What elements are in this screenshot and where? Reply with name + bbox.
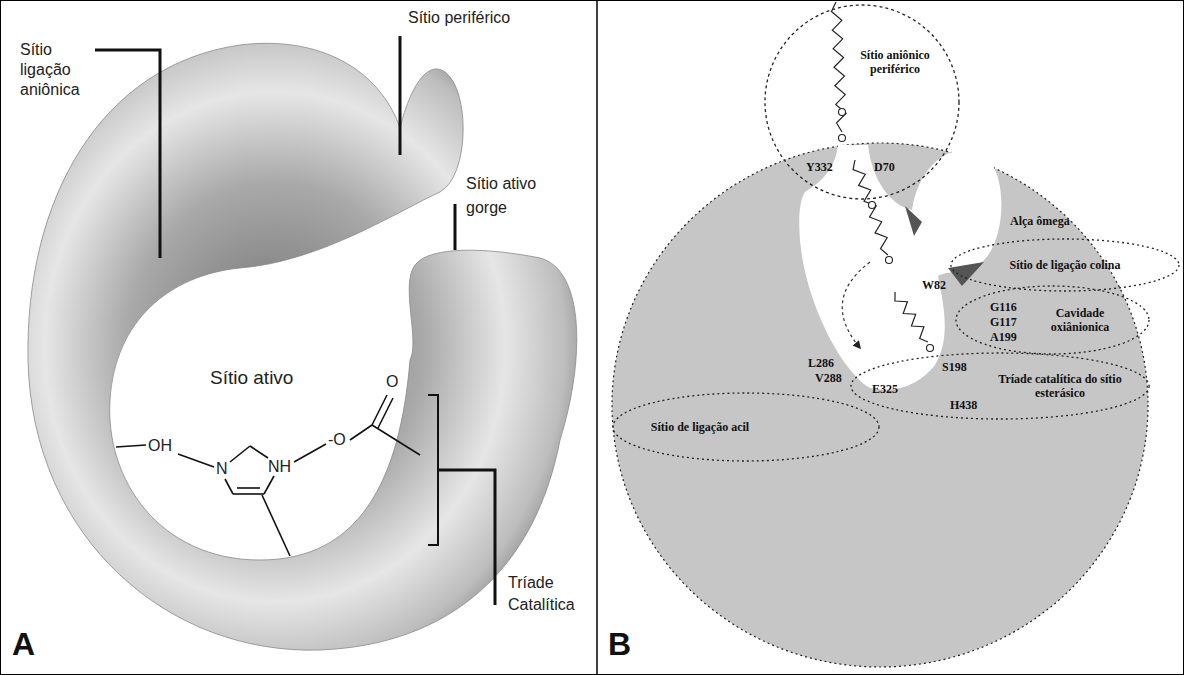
peripheral-site-circle: Sítio aniônico periférico [764, 4, 960, 200]
site-outline [764, 4, 960, 200]
residue-label: A199 [990, 330, 1017, 344]
site-label: Sítio ativo [210, 366, 293, 390]
panel-letter: A [12, 626, 35, 662]
site-label: Sítio periférico [408, 8, 510, 28]
panel-letter: B [608, 626, 631, 662]
path-arrow [842, 262, 870, 348]
site-ellipse: Sítio de ligação colina [950, 238, 1180, 292]
site-label: Sítio ativo gorge [466, 172, 556, 220]
site-text: Sítio de ligação acil [651, 420, 749, 434]
site-label: Sítio ligação aniônica [20, 40, 100, 100]
leader-line [399, 36, 402, 155]
omega-loop-wedge [905, 206, 922, 236]
leader-line [438, 470, 495, 605]
site-text: Sítio aniônico periférico [856, 48, 934, 76]
atom-label: NH [268, 457, 291, 477]
active-gorge [799, 145, 1001, 390]
residue-label: W82 [922, 278, 946, 292]
ester-oxygen [927, 345, 934, 352]
catalytic-triad-bonds [116, 395, 420, 556]
residue-label: E325 [872, 382, 898, 396]
site-label: Alça ômega [1010, 214, 1070, 228]
atom-label: N [216, 459, 228, 479]
bracket [428, 395, 438, 545]
enzyme-body [612, 143, 1148, 667]
site-outline-ellipse [613, 393, 879, 461]
site-label: Tríade Catalítica [508, 572, 590, 616]
site-label: Sítio de ligação acil [651, 420, 749, 434]
substrate-chain [895, 292, 928, 342]
omega-loop-wedge [948, 262, 984, 286]
residue-label: H438 [950, 398, 977, 412]
ester-oxygen [886, 257, 893, 264]
site-label: Sítio de ligação colina [1010, 258, 1121, 272]
site-text: Cavidade oxiânionica [1035, 306, 1125, 334]
atom-label: O [386, 372, 398, 392]
residue-label: Y332 [806, 160, 833, 174]
residue-label: G117 [990, 315, 1017, 329]
site-text: Tríade catalítica do sítio esterásico [990, 372, 1130, 400]
site-label: Sítio aniônico periférico [856, 48, 934, 76]
atom-label: -O [328, 430, 346, 450]
residue-label: D70 [874, 160, 895, 174]
residue-label: L286 [808, 356, 834, 370]
enzyme-shape [28, 43, 577, 650]
site-ellipse: Cavidade oxiânionica [955, 285, 1150, 355]
substrate-chains [831, 2, 933, 352]
site-outline-ellipse [951, 239, 1179, 291]
site-label: Cavidade oxiânionica [1035, 306, 1125, 334]
leader-line [454, 204, 457, 250]
substrate-chain [853, 160, 888, 255]
residue-label: V288 [815, 371, 842, 385]
site-outline-ellipse [851, 353, 1149, 419]
site-outline-ellipse [765, 5, 959, 199]
site-text: Sítio de ligação colina [1010, 258, 1121, 272]
panel-divider [596, 0, 598, 675]
residue-label: G116 [990, 300, 1017, 314]
ester-oxygen [869, 202, 876, 209]
ester-oxygen [839, 135, 846, 142]
site-outline-ellipse [956, 286, 1149, 354]
substrate-chain [831, 2, 846, 132]
site-label: Tríade catalítica do sítio esterásico [990, 372, 1130, 400]
leader-line [95, 50, 160, 258]
atom-label: OH [148, 436, 172, 456]
residue-label: S198 [942, 360, 967, 374]
site-ellipse: Sítio de ligação acil [612, 392, 880, 462]
ester-oxygen [839, 109, 846, 116]
